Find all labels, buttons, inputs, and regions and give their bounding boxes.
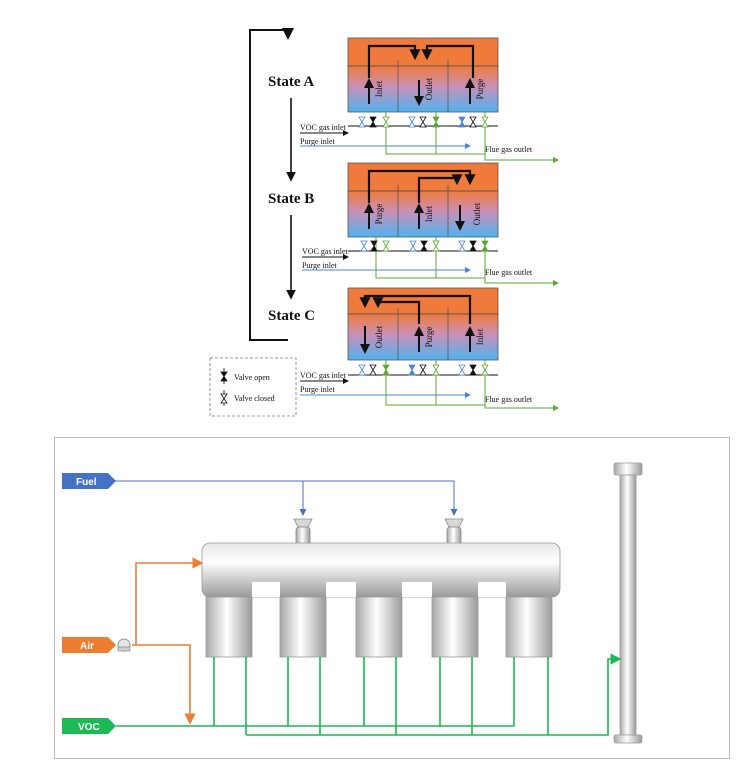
state-a-valves (358, 116, 489, 128)
fuel-label: Fuel (76, 477, 97, 488)
state-c-cell-3-label: Inlet (475, 328, 485, 345)
state-b-cell-3-label: Outlet (472, 202, 482, 225)
state-a-cell-1-label: Inlet (374, 80, 384, 97)
fuel-tag: Fuel (62, 473, 116, 489)
exhaust-stack (613, 462, 643, 744)
bed-1 (205, 596, 253, 658)
air-tag: Air (62, 637, 116, 653)
state-c-valves (358, 364, 489, 376)
bed-2 (279, 596, 327, 658)
state-a-voc-inlet-label: VOC gas inlet (300, 123, 347, 132)
state-c-flue-outlet-label: Flue gas outlet (485, 395, 533, 404)
state-a-cell-2-label: Outlet (424, 77, 434, 100)
bed-5 (505, 596, 553, 658)
state-b-purge-inlet-label: Purge inlet (302, 261, 338, 270)
state-c-cell-2-label: Purge (424, 327, 434, 348)
legend-closed-label: Valve closed (234, 394, 275, 403)
rto-state-diagram: State A State B State C Inlet Outlet Pur… (209, 28, 559, 417)
state-b-cell-2-label: Inlet (424, 205, 434, 222)
state-a-block: Inlet Outlet Purge VOC gas inlet Purge i… (300, 37, 559, 163)
regenerative-beds (205, 582, 553, 658)
state-b-voc-inlet-label: VOC gas inlet (302, 247, 349, 256)
state-c-voc-inlet-label: VOC gas inlet (300, 371, 347, 380)
rto-process-diagram: Fuel Air (62, 462, 643, 744)
state-b-flue-outlet-label: Flue gas outlet (485, 268, 533, 277)
state-a-cell-3-label: Purge (475, 79, 485, 100)
state-a-label: State A (268, 74, 314, 90)
air-line-top (132, 557, 204, 646)
bed-3 (355, 596, 403, 658)
voc-piping (116, 653, 622, 736)
valve-open-icon (220, 371, 228, 382)
valve-legend: Valve open Valve closed (209, 357, 297, 417)
state-b-block: Purge Inlet Outlet VOC gas inlet Purge i… (302, 162, 559, 286)
state-b-cell-1-label: Purge (374, 204, 384, 225)
state-c-block: Outlet Purge Inlet VOC gas inlet Purge i… (300, 287, 559, 411)
cycle-return-line (249, 28, 294, 341)
combustion-chamber-a (347, 37, 499, 67)
combustion-chamber-c (347, 287, 499, 315)
legend-open-label: Valve open (234, 373, 270, 382)
state-b-label: State B (268, 191, 314, 207)
air-label: Air (80, 641, 94, 652)
air-line-bottom (136, 644, 196, 725)
voc-tag: VOC (62, 718, 116, 734)
bed-4 (431, 596, 479, 658)
bed-b (347, 190, 499, 238)
state-a-purge-inlet-label: Purge inlet (300, 137, 336, 146)
air-blower-icon (117, 638, 131, 652)
state-c-purge-inlet-label: Purge inlet (300, 385, 336, 394)
state-c-label: State C (268, 308, 315, 324)
state-c-cell-1-label: Outlet (374, 325, 384, 348)
state-a-flue-outlet-label: Flue gas outlet (485, 145, 533, 154)
bed-c (347, 313, 499, 361)
voc-label: VOC (78, 722, 100, 733)
state-b-valves (360, 240, 489, 252)
valve-closed-icon (220, 393, 228, 404)
